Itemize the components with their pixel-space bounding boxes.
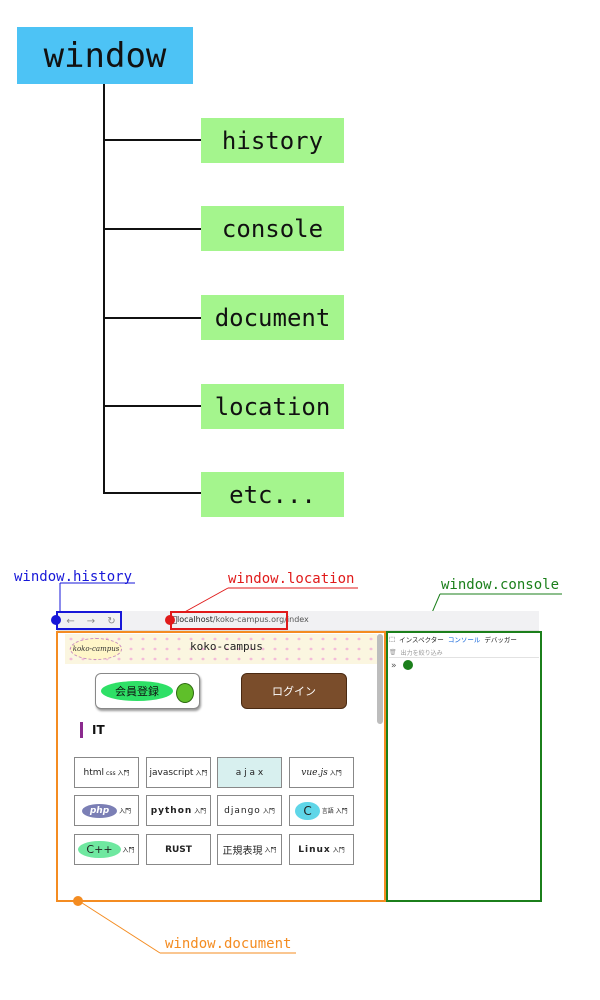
- site-logo[interactable]: koko-campus: [70, 638, 122, 660]
- tile-sub: 入門: [262, 808, 275, 815]
- console-filter-input[interactable]: 出力を絞り込み: [400, 650, 443, 657]
- login-button[interactable]: ログイン: [241, 673, 347, 709]
- location-highlight-frame: [170, 611, 288, 630]
- tree-node-console: console: [201, 206, 344, 251]
- element-picker-icon[interactable]: ⬚: [389, 635, 396, 643]
- tile-sub: 入門: [195, 770, 208, 777]
- section-marker: [80, 722, 83, 738]
- tile-main: python: [150, 805, 193, 816]
- register-button-label: 会員登録: [101, 681, 173, 701]
- tree-trunk-line: [103, 84, 105, 493]
- label-window-console: window.console: [441, 577, 560, 593]
- console-highlight-frame: [386, 631, 542, 902]
- tile-sub: 入門: [194, 808, 207, 815]
- console-marker-dot: [403, 660, 413, 670]
- document-leader-line: [78, 900, 161, 954]
- console-prompt[interactable]: »: [391, 661, 397, 671]
- page-scrollbar[interactable]: [377, 634, 383, 724]
- document-marker-dot: [73, 896, 83, 906]
- snake-mascot-icon: [176, 683, 194, 703]
- tree-node-document: document: [201, 295, 344, 340]
- tab-debugger[interactable]: デバッガー: [484, 636, 517, 644]
- location-marker-dot: [165, 615, 175, 625]
- back-arrow-icon[interactable]: ←: [66, 615, 75, 627]
- tile-main: php: [81, 803, 118, 818]
- tile-main: 正規表現: [222, 846, 263, 857]
- branch-line-document: [103, 317, 201, 319]
- tab-inspector[interactable]: インスペクター: [399, 636, 444, 644]
- course-tile-cpp[interactable]: C++入門: [74, 834, 139, 865]
- tile-sub: 言語 入門: [321, 808, 348, 815]
- tree-node-etc: etc...: [201, 472, 344, 517]
- course-tile-rust[interactable]: RUST: [146, 834, 211, 865]
- tile-main: a j a x: [235, 767, 264, 778]
- tile-main: C: [295, 801, 320, 820]
- course-tile-regex[interactable]: 正規表現入門: [217, 834, 282, 865]
- tile-main: javascript: [149, 767, 194, 778]
- tab-console[interactable]: コンソール: [447, 636, 481, 644]
- tile-main: C++: [78, 841, 121, 858]
- tile-main: RUST: [165, 844, 192, 855]
- reload-icon[interactable]: ↻: [107, 615, 116, 627]
- url-host: localhost: [177, 615, 213, 624]
- tile-sub: 入門: [264, 847, 277, 854]
- site-title: koko-campus: [190, 640, 263, 653]
- forward-arrow-icon[interactable]: →: [86, 615, 96, 627]
- tile-sub: css 入門: [106, 770, 130, 777]
- tile-sub: 入門: [332, 847, 345, 854]
- section-title-it: IT: [92, 723, 105, 737]
- tile-sub: 入門: [329, 770, 342, 777]
- label-window-location: window.location: [228, 571, 355, 587]
- history-highlight-frame: [56, 611, 122, 630]
- tile-main: html: [83, 767, 105, 778]
- address-bar-url[interactable]: localhost/koko-campus.org/index: [177, 615, 309, 624]
- tree-root-window: window: [17, 27, 193, 84]
- branch-line-history: [103, 139, 201, 141]
- console-filter-bar: 🗑 出力を絞り込み: [389, 648, 539, 658]
- browser-nav-buttons: ← → ↻: [60, 613, 122, 629]
- browser-toolbar: [57, 611, 539, 631]
- trash-icon[interactable]: 🗑: [389, 649, 397, 656]
- tree-node-history: history: [201, 118, 344, 163]
- course-tile-ajax[interactable]: a j a x: [217, 757, 282, 788]
- tile-sub: 入門: [122, 847, 135, 854]
- tile-main: django: [224, 805, 261, 816]
- devtools-panel: [387, 631, 541, 901]
- devtools-toolbar: ⬚ インスペクター コンソール デバッガー: [389, 632, 539, 646]
- branch-line-location: [103, 405, 201, 407]
- branch-line-etc: [103, 492, 201, 494]
- label-window-history: window.history: [14, 569, 133, 585]
- label-window-document: window.document: [165, 936, 292, 952]
- url-path: /koko-campus.org/index: [212, 615, 309, 624]
- tree-node-location: location: [201, 384, 344, 429]
- tile-main: vue.js: [301, 767, 328, 778]
- tile-main: Linux: [298, 844, 331, 855]
- tile-sub: 入門: [119, 808, 132, 815]
- history-marker-dot: [51, 615, 61, 625]
- document-highlight-frame: [56, 631, 386, 902]
- branch-line-console: [103, 228, 201, 230]
